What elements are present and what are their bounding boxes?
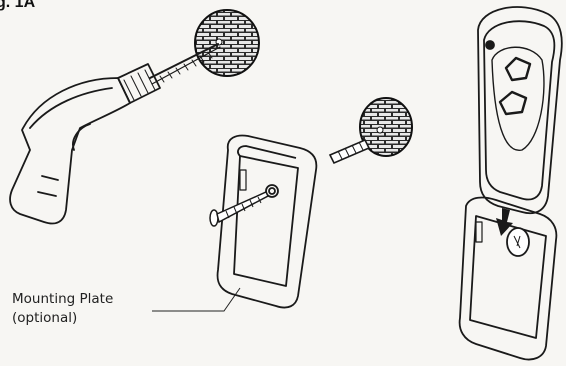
brick-wall-disc-icon <box>195 10 259 76</box>
wall-plug-icon <box>330 140 369 163</box>
drill-icon <box>10 44 220 224</box>
callout-line-2: (optional) <box>12 309 113 328</box>
mounting-plate-icon <box>460 198 557 360</box>
callout-line-1: Mounting Plate <box>12 290 113 309</box>
mounting-plate-callout: Mounting Plate (optional) <box>12 290 113 328</box>
screw-icon <box>210 192 268 226</box>
remote-control-icon <box>478 7 562 213</box>
mounting-plate-icon <box>218 136 317 308</box>
